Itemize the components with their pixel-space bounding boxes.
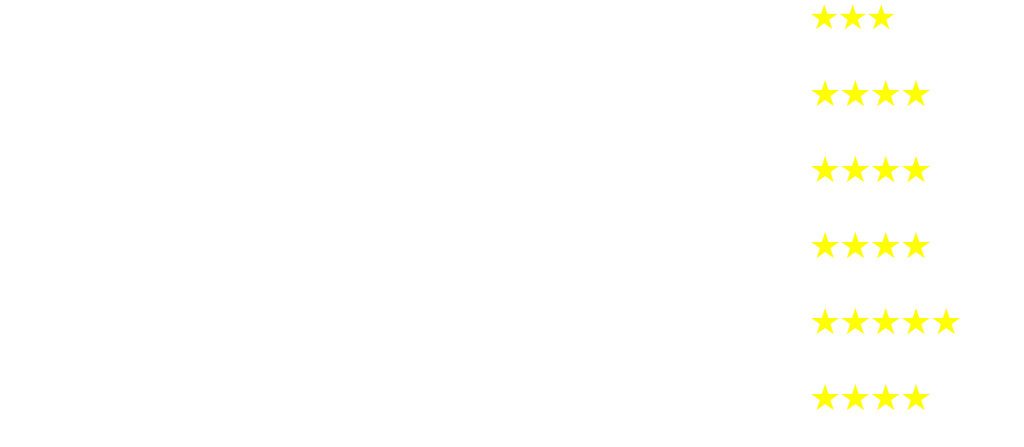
star-icon: ★ (809, 150, 842, 191)
star-rating: ★★★★ (809, 378, 933, 419)
star-icon: ★ (809, 378, 842, 419)
star-icon: ★ (869, 302, 902, 343)
star-icon: ★ (839, 74, 872, 115)
star-rating: ★★★ (809, 0, 897, 38)
star-icon: ★ (930, 302, 963, 343)
star-rating: ★★★★★ (809, 302, 963, 343)
star-icon: ★ (899, 74, 933, 115)
star-icon: ★ (839, 378, 872, 419)
star-icon: ★ (869, 226, 902, 267)
star-rating: ★★★★ (809, 226, 933, 267)
star-icon: ★ (899, 226, 933, 267)
star-icon: ★ (865, 0, 897, 38)
star-icon: ★ (899, 378, 933, 419)
star-icon: ★ (839, 150, 872, 191)
star-icon: ★ (869, 74, 902, 115)
star-icon: ★ (809, 74, 842, 115)
star-icon: ★ (839, 226, 872, 267)
ratings-column: ★★★ ★★★★ ★★★★ ★★★★ ★★★★★ ★★★★ (809, 0, 1009, 447)
star-icon: ★ (837, 0, 868, 38)
star-icon: ★ (899, 302, 933, 343)
star-icon: ★ (809, 226, 842, 267)
star-icon: ★ (899, 150, 933, 191)
star-icon: ★ (809, 0, 840, 38)
star-icon: ★ (839, 302, 872, 343)
star-icon: ★ (809, 302, 842, 343)
star-icon: ★ (869, 378, 902, 419)
star-rating: ★★★★ (809, 74, 933, 115)
star-icon: ★ (869, 150, 902, 191)
star-rating: ★★★★ (809, 150, 933, 191)
